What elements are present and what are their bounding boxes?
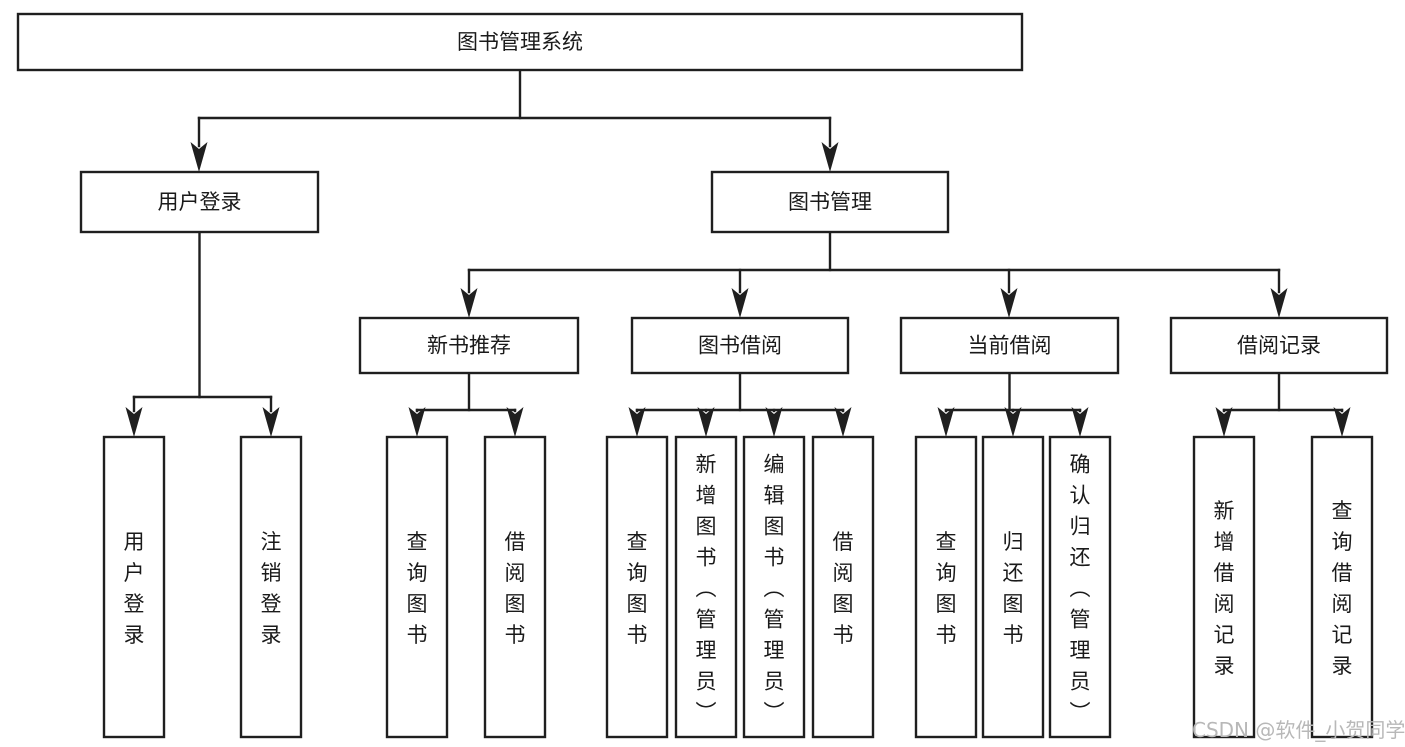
node-box-leaf-query-book-3 (914, 435, 978, 739)
node-label-new-book-rec: 新书推荐 (427, 334, 511, 358)
nodes-layer: 图书管理系统用户登录图书管理新书推荐图书借阅当前借阅借阅记录用户登录注销登录查询… (16, 12, 1389, 739)
connector-userlogin-to-leaves (125, 230, 280, 437)
node-label-book-manage: 图书管理 (788, 190, 872, 214)
node-box-leaf-add-book (674, 435, 738, 739)
node-leaf-user-login[interactable]: 用户登录 (102, 435, 166, 739)
node-root[interactable]: 图书管理系统 (16, 12, 1024, 72)
node-leaf-add-record[interactable]: 新增借阅记录 (1192, 435, 1256, 739)
node-box-borrow-record (1169, 316, 1389, 375)
node-label-leaf-add-record: 新增借阅记录 (1214, 499, 1235, 678)
node-label-book-borrow: 图书借阅 (698, 334, 782, 358)
node-label-current-borrow: 当前借阅 (968, 334, 1052, 358)
node-leaf-logout[interactable]: 注销登录 (239, 435, 303, 739)
connectors-layer (125, 68, 1351, 437)
node-label-leaf-return-book: 归还图书 (1003, 530, 1024, 647)
node-label-leaf-confirm-return: 确认归还︵管理员︶ (1070, 453, 1091, 725)
node-book-borrow[interactable]: 图书借阅 (630, 316, 850, 375)
node-current-borrow[interactable]: 当前借阅 (899, 316, 1120, 375)
node-label-borrow-record: 借阅记录 (1237, 334, 1321, 358)
node-leaf-borrow-book-1[interactable]: 借阅图书 (483, 435, 547, 739)
node-box-leaf-edit-book (742, 435, 806, 739)
node-box-leaf-logout (239, 435, 303, 739)
connector-bookborrow-to-leaves (628, 371, 852, 437)
node-label-leaf-edit-book: 编辑图书︵管理员︶ (764, 453, 785, 725)
node-label-leaf-query-book-1: 查询图书 (407, 530, 428, 647)
node-box-leaf-return-book (981, 435, 1045, 739)
node-leaf-return-book[interactable]: 归还图书 (981, 435, 1045, 739)
node-book-manage[interactable]: 图书管理 (710, 170, 950, 234)
node-box-book-manage (710, 170, 950, 234)
node-box-new-book-rec (358, 316, 580, 375)
node-label-leaf-borrow-book-2: 借阅图书 (833, 530, 854, 647)
node-leaf-query-book-3[interactable]: 查询图书 (914, 435, 978, 739)
node-user-login[interactable]: 用户登录 (79, 170, 320, 234)
node-leaf-add-book[interactable]: 新增图书︵管理员︶ (674, 435, 738, 739)
node-leaf-query-record[interactable]: 查询借阅记录 (1310, 435, 1374, 739)
node-box-leaf-query-book-1 (385, 435, 449, 739)
node-box-current-borrow (899, 316, 1120, 375)
node-box-leaf-borrow-book-1 (483, 435, 547, 739)
connector-root-to-level2 (190, 68, 839, 172)
connector-bookmanage-to-level3 (460, 230, 1288, 318)
node-leaf-confirm-return[interactable]: 确认归还︵管理员︶ (1048, 435, 1112, 739)
node-label-leaf-logout: 注销登录 (261, 530, 282, 647)
node-box-user-login (79, 170, 320, 234)
connector-borrowrecord-to-leaves (1215, 371, 1351, 437)
node-leaf-query-book-1[interactable]: 查询图书 (385, 435, 449, 739)
node-box-leaf-confirm-return (1048, 435, 1112, 739)
node-label-leaf-query-record: 查询借阅记录 (1332, 499, 1353, 678)
node-label-leaf-query-book-3: 查询图书 (936, 530, 957, 647)
node-box-book-borrow (630, 316, 850, 375)
node-label-leaf-add-book: 新增图书︵管理员︶ (696, 453, 717, 725)
node-borrow-record[interactable]: 借阅记录 (1169, 316, 1389, 375)
node-label-user-login: 用户登录 (158, 190, 242, 214)
node-box-leaf-query-book-2 (605, 435, 669, 739)
node-box-leaf-borrow-book-2 (811, 435, 875, 739)
node-box-root (16, 12, 1024, 72)
node-label-leaf-query-book-2: 查询图书 (627, 530, 648, 647)
connector-currentborrow-to-leaves (937, 371, 1089, 437)
node-leaf-borrow-book-2[interactable]: 借阅图书 (811, 435, 875, 739)
node-box-leaf-user-login (102, 435, 166, 739)
node-new-book-rec[interactable]: 新书推荐 (358, 316, 580, 375)
node-leaf-query-book-2[interactable]: 查询图书 (605, 435, 669, 739)
node-label-root: 图书管理系统 (457, 30, 583, 54)
node-box-leaf-add-record (1192, 435, 1256, 739)
node-label-leaf-user-login: 用户登录 (124, 530, 145, 647)
node-leaf-edit-book[interactable]: 编辑图书︵管理员︶ (742, 435, 806, 739)
node-label-leaf-borrow-book-1: 借阅图书 (505, 530, 526, 647)
node-box-leaf-query-record (1310, 435, 1374, 739)
connector-newbookrec-to-leaves (408, 371, 524, 437)
